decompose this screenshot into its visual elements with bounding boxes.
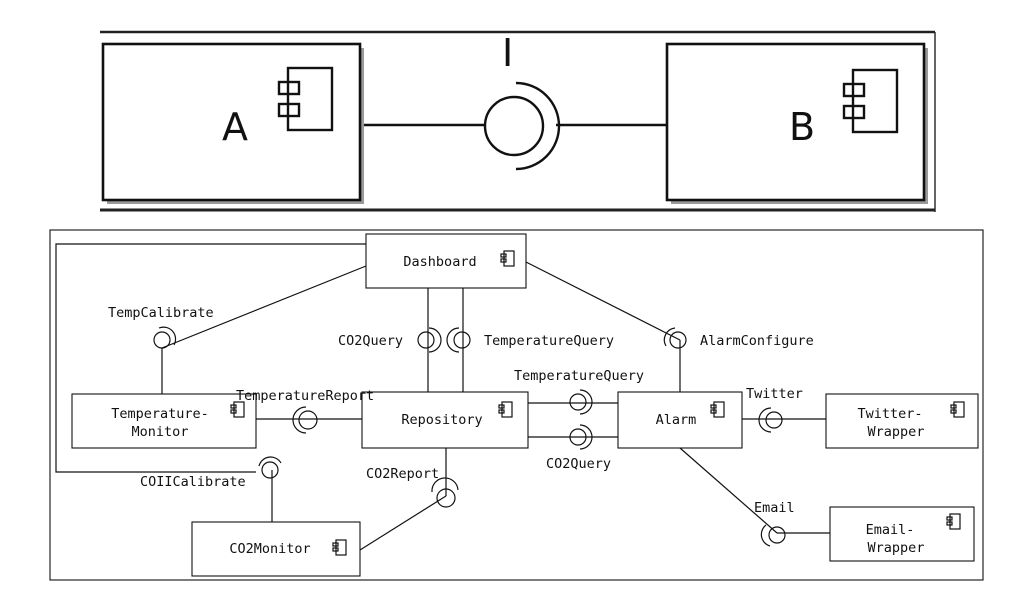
component-twitter-wrapper-box [825,393,979,449]
interface-temperaturequery-top-ball [453,331,471,349]
interface-co2query-mid: CO2Query [546,424,611,472]
interface-coiicalibrate-ball [261,461,279,479]
interface-co2report-ball [436,488,456,508]
provided-interface-ball [483,95,545,157]
component-b-component-icon [842,68,899,134]
interface-email-ball [768,526,786,544]
interface-email-label: Email [754,500,795,516]
interface-co2query-mid-label: CO2Query [546,456,611,472]
interface-co2query-top-ball [417,331,435,349]
component-twitter-wrapper-label-line-2: Wrapper [868,424,925,440]
component-co2-monitor-label: CO2Monitor [229,541,310,557]
component-dashboard-component-icon [500,250,515,267]
interface-alarmconfigure: AlarmConfigure [663,327,814,349]
component-b-label: B [789,105,815,149]
interface-tempcalibrate-ball [153,331,171,349]
component-temperature-monitor-label-line-2: Monitor [132,424,189,440]
interface-label: I [502,31,513,75]
component-dashboard: Dashboard [365,233,527,289]
component-temperature-monitor-component-icon [230,401,245,418]
interface-coiicalibrate: COIICalibrate [140,456,282,490]
component-a-box [101,42,362,202]
component-temperature-monitor-box [71,393,257,449]
interface-co2query-top-label: CO2Query [338,333,403,349]
connector-alarm-to-email [679,447,778,534]
interface-temperaturequery-mid-ball [569,393,587,411]
interface-tempcalibrate-label: TempCalibrate [108,305,214,321]
interface-twitter-label: Twitter [746,386,803,402]
interface-coiicalibrate-label: COIICalibrate [140,474,246,490]
component-a-component-icon [277,66,334,132]
component-twitter-wrapper: Twitter- Wrapper [825,393,979,449]
component-temperature-monitor: Temperature- Monitor [71,393,257,449]
interface-twitter: Twitter [746,386,803,433]
interface-co2query-mid-socket [579,424,593,450]
interface-twitter-ball [765,411,783,429]
interface-alarmconfigure-label: AlarmConfigure [700,333,814,349]
component-repository-component-icon [498,401,513,418]
interface-tempcalibrate: TempCalibrate [108,305,214,349]
connector-tempcalibrate-to-dashboard [161,265,367,349]
component-co2-monitor-component-icon [332,539,347,556]
interface-email: Email [754,500,795,547]
interface-temperaturereport-label: TemperatureReport [236,388,374,404]
required-interface-socket [515,81,561,171]
interface-coiicalibrate-socket [258,456,282,467]
component-email-wrapper-label-line-1: Email- [866,522,915,538]
interface-temperaturereport-ball [298,410,318,430]
component-temperature-monitor-label-line-1: Temperature- [111,406,209,422]
component-twitter-wrapper-label-line-1: Twitter- [857,406,922,422]
top-diagram: A B I [100,30,936,212]
interface-co2query-top: CO2Query [338,327,442,353]
component-alarm-label: Alarm [656,412,697,428]
component-email-wrapper-component-icon [946,513,961,530]
interface-temperaturequery-top-label: TemperatureQuery [484,333,614,349]
component-alarm-component-icon [710,401,725,418]
connector-dashboard-to-coiicalibrate [55,243,366,473]
connectors [55,243,830,551]
interface-co2report-socket [431,477,459,493]
component-email-wrapper-label-line-2: Wrapper [868,540,925,556]
interface-email-socket [760,524,771,547]
connector-dashboard-to-alarmconfigure [525,261,681,341]
component-a-label: A [222,105,248,149]
component-repository: Repository [361,391,529,449]
component-b: B [665,42,928,204]
interface-temperaturereport: TemperatureReport [236,388,374,434]
component-dashboard-label: Dashboard [403,254,476,270]
interface-co2query-mid-ball [569,428,587,446]
interface-co2report: CO2Report [366,466,459,508]
bottom-frame [49,229,984,581]
bottom-diagram: Dashboard Temperature- Monitor Repositor… [49,229,984,581]
component-alarm: Alarm [617,391,743,449]
component-twitter-wrapper-component-icon [950,401,965,418]
interface-tempcalibrate-socket [158,326,177,346]
component-co2-monitor-box [191,521,361,577]
interface-temperaturequery-top-socket [446,327,460,353]
interface-temperaturequery-mid-label: TemperatureQuery [514,368,644,384]
component-email-wrapper: Email- Wrapper [829,506,975,562]
component-co2-monitor: CO2Monitor [191,521,361,577]
interface-temperaturequery-mid-socket [579,389,593,415]
component-repository-label: Repository [401,412,482,428]
component-dashboard-box [365,233,527,289]
interface-temperaturequery-top: TemperatureQuery [446,327,614,353]
interface-alarmconfigure-ball [669,331,687,349]
interface-co2report-label: CO2Report [366,466,439,482]
component-alarm-box [617,391,743,449]
interface-twitter-socket [758,407,772,433]
connector-co2report-to-co2monitor [359,495,447,551]
interface-co2query-top-socket [428,327,442,353]
interface-alarmconfigure-socket [663,327,676,347]
component-repository-box [361,391,529,449]
component-a: A [101,42,364,204]
interface-temperaturequery-mid: TemperatureQuery [514,368,644,415]
interface-temperaturereport-socket [292,406,307,434]
